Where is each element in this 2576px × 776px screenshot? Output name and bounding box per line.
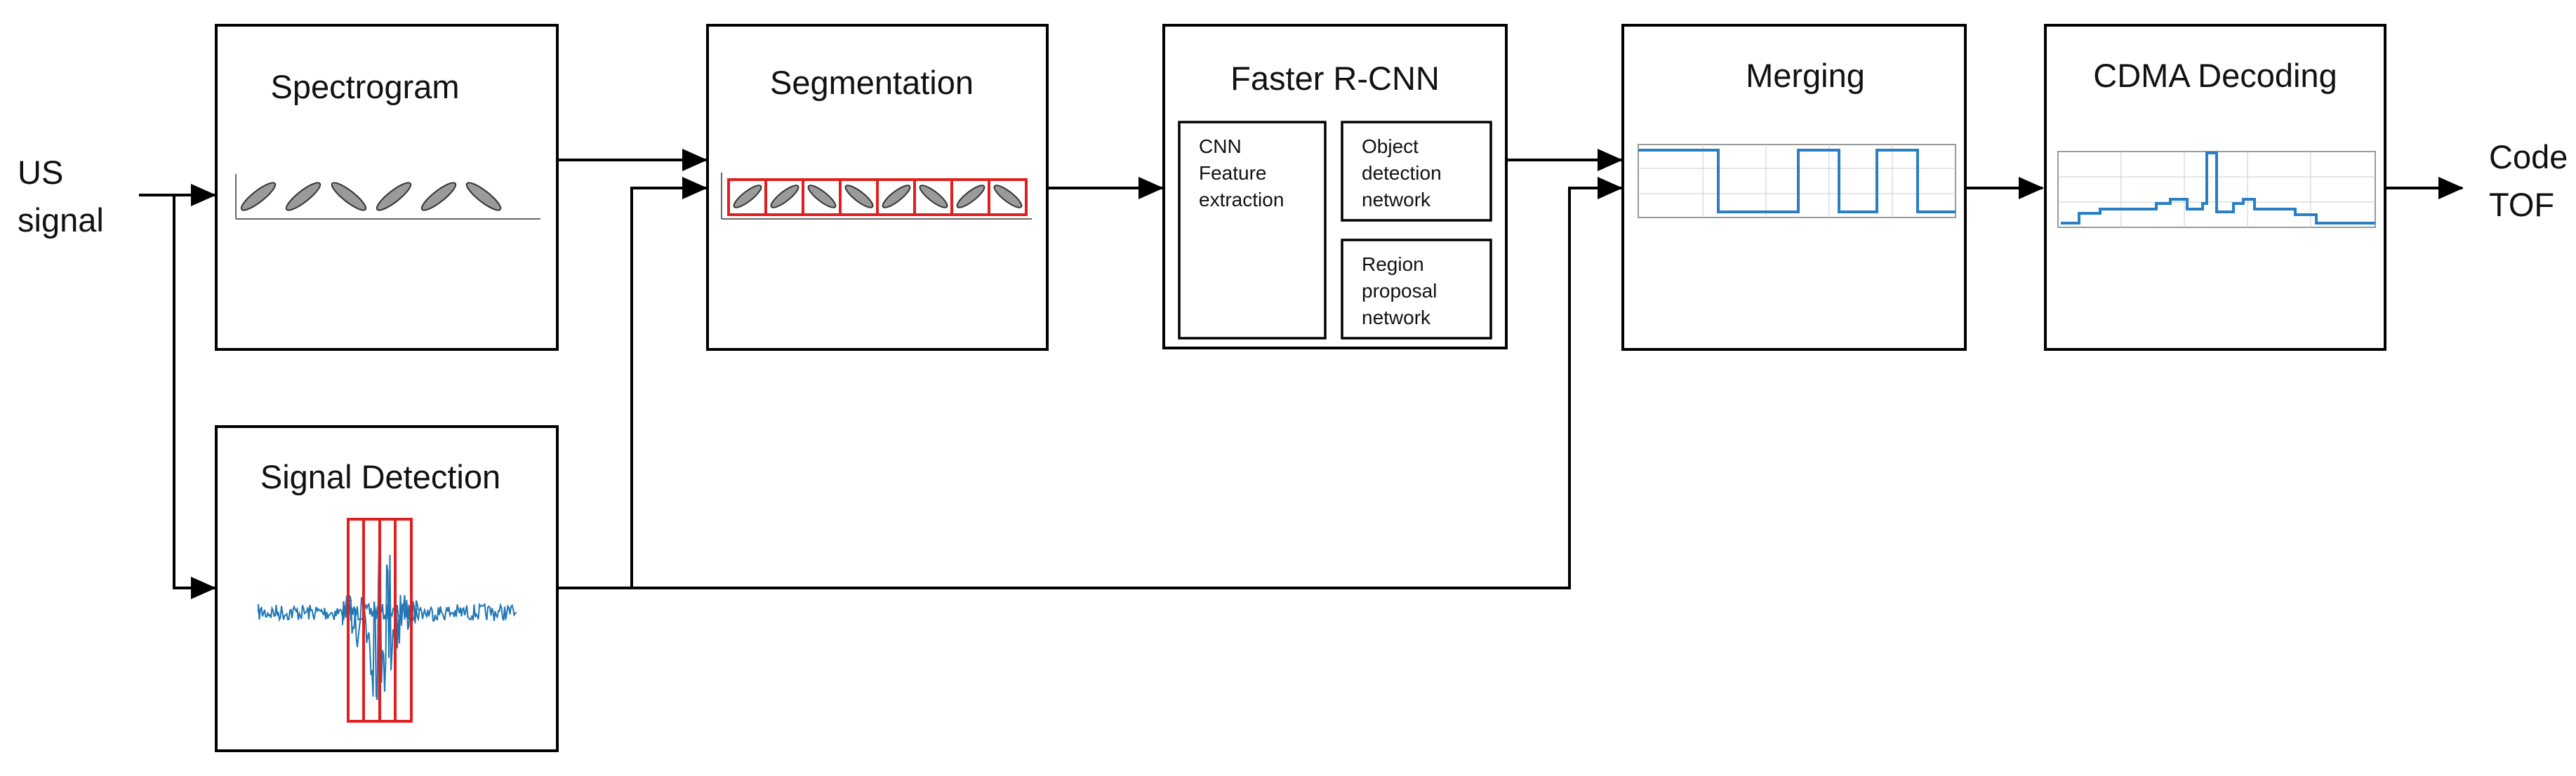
- cdma-title: CDMA Decoding: [2093, 57, 2337, 94]
- segmentation-ellipses: [733, 185, 1023, 208]
- rpn-line2: proposal: [1362, 280, 1437, 302]
- merging-block: Merging: [1621, 24, 1967, 351]
- faster-rcnn-block: Faster R-CNN CNN Feature extraction Obje…: [1162, 24, 1508, 349]
- detection-window-3: [378, 518, 413, 723]
- detection-windows: [347, 518, 413, 723]
- merging-plot: [1638, 144, 1956, 218]
- cdma-correlation-trace: [2061, 152, 2375, 225]
- arrow-input-to-signal-detection: [173, 195, 216, 599]
- spectrogram-title: Spectrogram: [270, 68, 459, 105]
- region-proposal-network-box: Region proposal network: [1341, 239, 1492, 340]
- object-detection-network-box: Object detection network: [1341, 121, 1492, 222]
- cdma-decoding-block: CDMA Decoding: [2044, 24, 2386, 351]
- output-label-line2: TOF: [2489, 186, 2554, 223]
- cnn-feature-extraction-box: CNN Feature extraction: [1178, 121, 1327, 340]
- connectors: [139, 149, 2464, 599]
- output-label-line1: Code: [2489, 138, 2568, 175]
- arrow-detection-to-merging: [632, 177, 1623, 589]
- odn-line2: detection: [1362, 162, 1442, 184]
- odn-line1: Object: [1362, 135, 1419, 157]
- input-label-line1: US: [18, 154, 63, 191]
- signal-detection-block: Signal Detection: [215, 425, 559, 752]
- cdma-plot: [2057, 151, 2376, 228]
- merging-title: Merging: [1746, 57, 1865, 94]
- cnn-line2: Feature: [1199, 162, 1267, 184]
- spectrogram-ellipses: [240, 182, 502, 211]
- rpn-line1: Region: [1362, 253, 1424, 275]
- odn-line3: network: [1362, 189, 1431, 210]
- segmentation-block: Segmentation: [706, 24, 1049, 351]
- signal-detection-title: Signal Detection: [260, 458, 500, 495]
- segmentation-title: Segmentation: [770, 64, 974, 101]
- rpn-line3: network: [1362, 307, 1431, 328]
- segmentation-boxes: [727, 178, 1028, 216]
- faster-rcnn-title: Faster R-CNN: [1230, 60, 1440, 97]
- cnn-line1: CNN: [1199, 135, 1242, 157]
- spectrogram-thumbnail: [235, 174, 540, 220]
- merging-square-wave: [1638, 149, 1956, 213]
- spectrogram-block: Spectrogram: [215, 24, 559, 351]
- input-label-line2: signal: [18, 201, 104, 239]
- segmentation-thumbnail: [721, 173, 1032, 220]
- cnn-line3: extraction: [1199, 189, 1284, 210]
- arrow-detection-to-segmentation: [559, 177, 708, 589]
